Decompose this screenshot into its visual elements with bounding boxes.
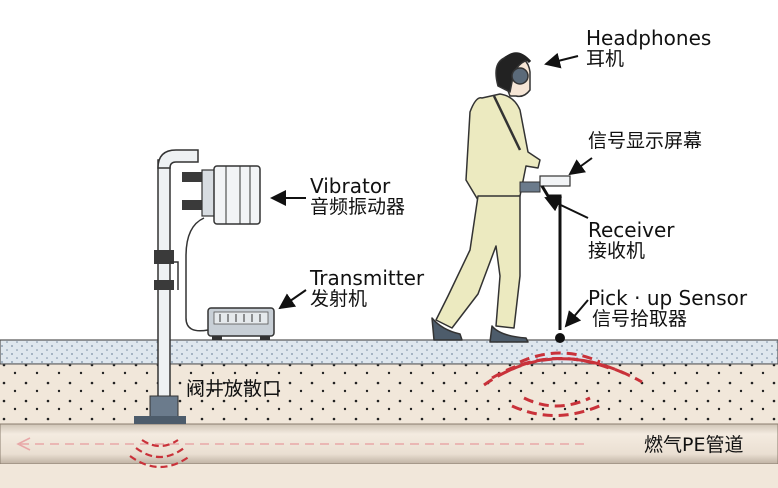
transmitter-label-zh: 发射机: [310, 288, 368, 310]
vibrator-label-zh: 音频振动器: [310, 196, 406, 218]
transmitter-label-en: Transmitter: [310, 266, 425, 290]
sensor-sound-waves: [483, 351, 643, 417]
vibrator-device: [201, 165, 261, 225]
receiver-label-zh: 接收机: [588, 240, 646, 262]
display-screen-label-zh: 信号显示屏幕: [588, 130, 703, 152]
pickup-sensor-label-en: Pick · up Sensor: [588, 286, 748, 310]
vibrator-label-en: Vibrator: [310, 174, 391, 198]
pickup-sensor-label-zh: 信号拾取器: [592, 308, 688, 330]
gas-flow-arrows: [16, 437, 590, 451]
gas-pipe-label-zh: 燃气PE管道: [644, 434, 744, 456]
soil-below-pipe: [0, 464, 778, 488]
operator-figure: [431, 52, 541, 343]
soil-texture: [0, 364, 778, 424]
headphones-label-en: Headphones: [586, 26, 712, 50]
annotation-arrows: [270, 52, 593, 328]
headphones-label-zh: 耳机: [586, 48, 625, 70]
receiver-label-en: Receiver: [588, 218, 675, 242]
receiver-device: [519, 175, 571, 343]
transmitter-device: [207, 307, 275, 340]
valve-vent-label-zh: 阀井放散口: [186, 378, 282, 400]
vent-pipe: [134, 149, 210, 424]
vibrator-cable: [185, 217, 209, 332]
valve-sound-waves: [129, 439, 191, 468]
ground-surface-texture: [0, 341, 778, 363]
